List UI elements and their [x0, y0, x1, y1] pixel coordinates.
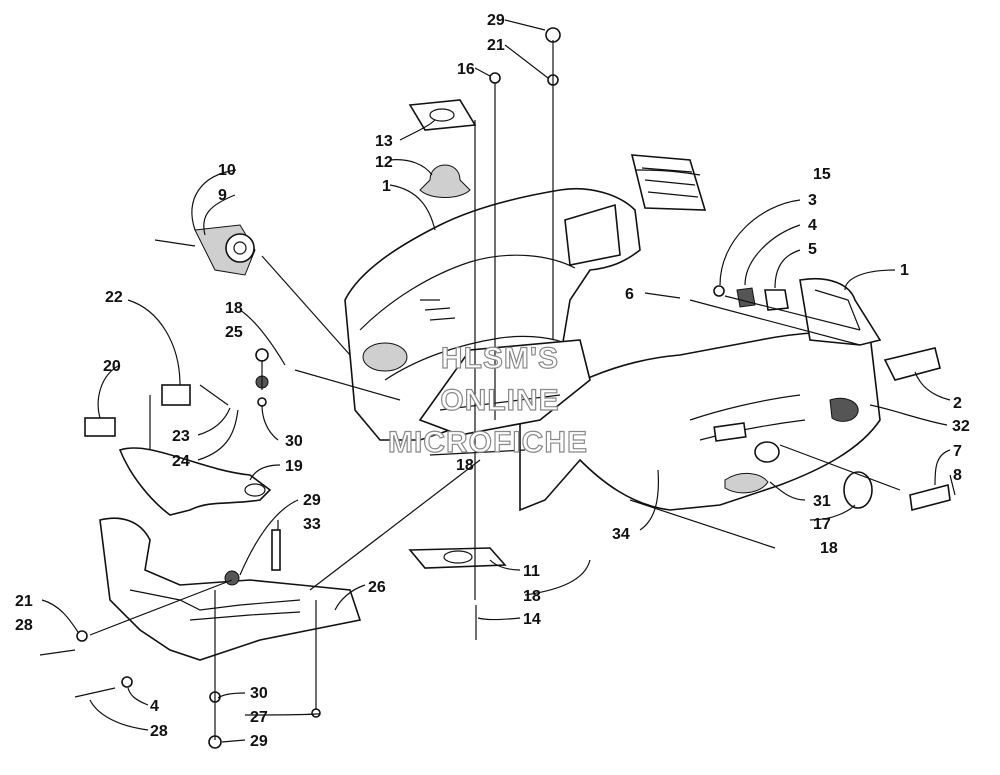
callout-label: 30	[285, 433, 303, 450]
callout-label: 29	[487, 12, 505, 29]
callout-label: 3	[808, 192, 817, 209]
plate-11	[408, 547, 507, 569]
callout-label: 31	[813, 493, 831, 510]
callout-label: 14	[523, 611, 541, 628]
leader-lines	[89, 40, 901, 740]
callout-label: 9	[218, 187, 227, 204]
watermark: HLSM'S ONLINE MICROFICHE	[387, 341, 588, 459]
callout-label: 28	[150, 723, 168, 740]
callout-label: 22	[105, 289, 123, 306]
watermark-line-2: ONLINE	[440, 384, 559, 417]
callout-label: 34	[612, 526, 630, 543]
callout-label: 7	[953, 443, 962, 460]
plate-13	[408, 99, 477, 131]
vent-grille	[630, 154, 707, 211]
callout-label: 8	[953, 467, 962, 484]
callout-label: 23	[172, 428, 190, 445]
callout-label: 21	[487, 37, 505, 54]
callout-label: 18	[820, 540, 838, 557]
callout-label: 15	[813, 166, 831, 183]
hood-body	[344, 187, 882, 512]
callout-label: 28	[15, 617, 33, 634]
callout-label: 29	[250, 733, 268, 750]
callout-label: 18	[523, 588, 541, 605]
callout-label: 12	[375, 154, 393, 171]
grommet-12	[419, 164, 471, 198]
callout-label: 33	[303, 516, 321, 533]
callout-label: 18	[225, 300, 243, 317]
callout-label: 25	[225, 324, 243, 341]
callout-label: 1	[382, 178, 391, 195]
callout-label: 17	[813, 516, 831, 533]
skid-plate-26	[99, 517, 362, 661]
callout-label: 6	[625, 286, 634, 303]
callout-leaders	[41, 19, 956, 743]
callout-label: 30	[250, 685, 268, 702]
callout-label: 19	[285, 458, 303, 475]
callout-label: 4	[150, 698, 159, 715]
mount-9	[154, 224, 256, 276]
callout-label: 1	[900, 262, 909, 279]
callout-label: 29	[303, 492, 321, 509]
watermark-line-1: HLSM'S	[441, 342, 559, 375]
callout-label: 5	[808, 241, 817, 258]
callout-label: 13	[375, 133, 393, 150]
bumper-19	[84, 375, 272, 516]
callout-label: 16	[457, 61, 475, 78]
callout-labels: 29 21 16 13 12 1 15 10 9 3 4 5 1 6 22 18…	[15, 12, 970, 750]
callout-label: 4	[808, 217, 817, 234]
callout-label: 21	[15, 593, 33, 610]
callout-label: 26	[368, 579, 386, 596]
callout-label: 11	[523, 563, 540, 580]
callout-label: 24	[172, 453, 190, 470]
callout-label: 32	[952, 418, 970, 435]
callout-label: 2	[953, 395, 962, 412]
callout-label: 27	[250, 709, 268, 726]
callout-label: 10	[218, 162, 236, 179]
watermark-line-3: MICROFICHE	[388, 426, 588, 459]
callout-label: 20	[103, 358, 121, 375]
callout-label: 18	[456, 457, 474, 474]
